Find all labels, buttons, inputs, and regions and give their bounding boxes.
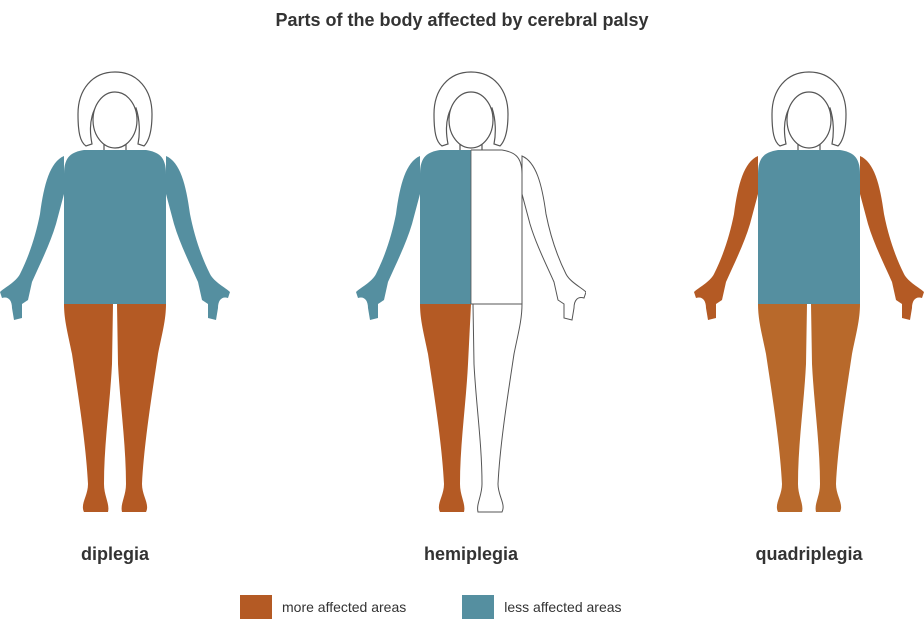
leg-left bbox=[420, 304, 471, 512]
legend-swatch-more bbox=[240, 595, 272, 619]
arm-right bbox=[166, 156, 230, 320]
legend-item-less: less affected areas bbox=[462, 595, 621, 619]
arm-left bbox=[0, 156, 64, 320]
head-icon bbox=[772, 72, 846, 154]
caption-hemiplegia: hemiplegia bbox=[356, 544, 586, 565]
caption-diplegia: diplegia bbox=[0, 544, 230, 565]
head-icon bbox=[78, 72, 152, 154]
legend-item-more: more affected areas bbox=[240, 595, 406, 619]
caption-quadriplegia: quadriplegia bbox=[694, 544, 924, 565]
figure-hemiplegia bbox=[356, 64, 586, 524]
legend-label-less: less affected areas bbox=[504, 599, 621, 615]
body-hemiplegia bbox=[356, 64, 586, 524]
head-icon bbox=[434, 72, 508, 154]
body-quadriplegia bbox=[694, 64, 924, 524]
legend-swatch-less bbox=[462, 595, 494, 619]
legs bbox=[758, 304, 860, 512]
arm-right-outline bbox=[522, 156, 586, 320]
legs bbox=[64, 304, 166, 512]
torso bbox=[64, 150, 166, 304]
torso bbox=[758, 150, 860, 304]
legend-label-more: more affected areas bbox=[282, 599, 406, 615]
figure-quadriplegia bbox=[694, 64, 924, 524]
legend: more affected areas less affected areas bbox=[240, 594, 678, 620]
leg-right-outline bbox=[473, 304, 522, 512]
diagram-title: Parts of the body affected by cerebral p… bbox=[0, 10, 924, 31]
arm-left bbox=[356, 156, 420, 320]
figure-diplegia bbox=[0, 64, 230, 524]
body-diplegia bbox=[0, 64, 230, 524]
